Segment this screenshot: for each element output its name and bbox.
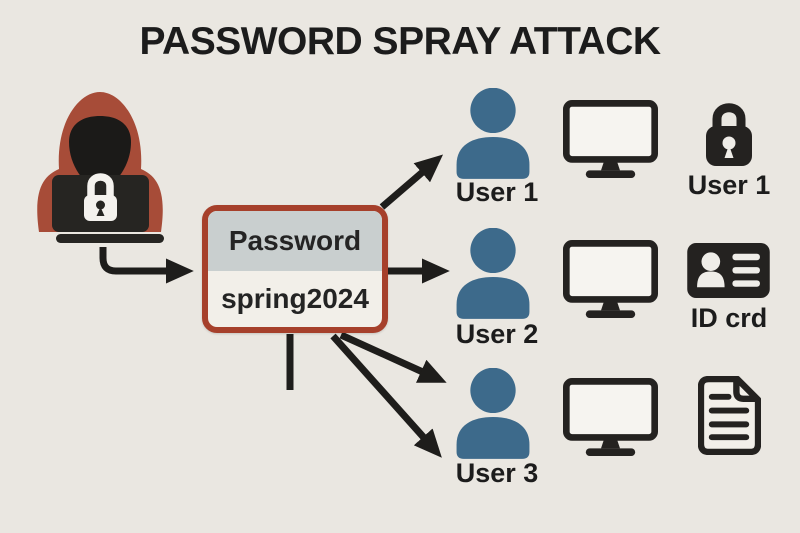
asset2-label: ID crd <box>690 303 768 333</box>
monitor-icon <box>563 378 658 456</box>
laptop-lock-icon <box>84 173 117 221</box>
padlock-icon <box>706 103 752 166</box>
id-card-icon <box>687 243 770 298</box>
user2-label: User 2 <box>455 319 539 349</box>
person-icon <box>456 88 530 179</box>
hacker-laptop-base <box>56 234 164 243</box>
document-icon <box>698 376 761 455</box>
arrow-box-to-user3-b <box>330 333 442 458</box>
person-icon <box>456 368 530 459</box>
monitor-icon <box>563 240 658 318</box>
arrow-box-to-user3-a <box>339 331 447 383</box>
arrow-box-to-user1 <box>379 154 444 210</box>
user3-label: User 3 <box>455 458 539 488</box>
password-box: Password spring2024 <box>202 205 388 333</box>
hacker-face <box>69 116 131 192</box>
password-box-header: Password <box>208 211 382 271</box>
asset1-label: User 1 <box>687 170 771 200</box>
arrow-hacker-to-box <box>99 247 194 284</box>
monitor-icon <box>563 100 658 178</box>
user1-label: User 1 <box>455 177 539 207</box>
person-icon <box>456 228 530 319</box>
password-value: spring2024 <box>221 283 369 314</box>
hooded-hacker-icon <box>37 92 164 243</box>
diagram-title: PASSWORD SPRAY ATTACK <box>139 20 661 63</box>
